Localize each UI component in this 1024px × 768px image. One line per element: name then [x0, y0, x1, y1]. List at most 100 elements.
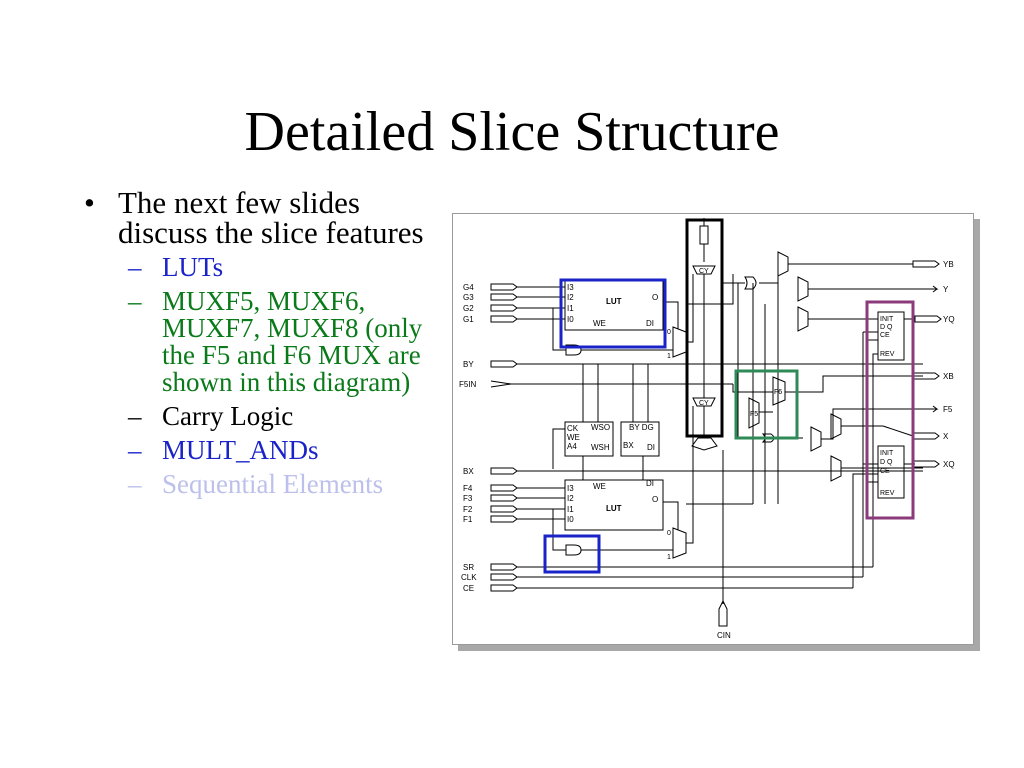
mux-yq: [797, 306, 809, 332]
ram-ctrl-left: [564, 421, 614, 457]
lut-bottom-i1: I1: [567, 505, 574, 514]
mux-f5: [748, 397, 760, 429]
sub-bullet-text: MULT_ANDs: [162, 435, 319, 465]
lut-bottom-out: O: [652, 495, 658, 504]
label-by: BY: [463, 360, 474, 369]
dash-marker: –: [128, 286, 142, 316]
bullet-list: • The next few slides discuss the slice …: [84, 185, 449, 505]
label-g3: G3: [463, 293, 474, 302]
sub-bullet-text: Sequential Elements: [162, 469, 384, 499]
out-f5: F5: [943, 405, 953, 414]
cin-mux: [691, 437, 718, 451]
out-xb: XB: [943, 372, 954, 381]
sub-bullet-list: –LUTs –MUXF5, MUXF6, MUXF7, MUXF8 (only …: [84, 254, 449, 498]
ff-top-init: INIT: [880, 316, 894, 323]
highlight-mult-ands: [543, 534, 601, 574]
out-x: X: [943, 432, 949, 441]
out-y: Y: [943, 285, 949, 294]
out-xq: XQ: [943, 460, 955, 469]
label-f2: F2: [463, 505, 473, 514]
label-g2: G2: [463, 304, 474, 313]
flip-flop-top: [877, 311, 905, 361]
lut-bottom-di: DI: [646, 479, 654, 488]
ram-wso: WSO: [591, 423, 610, 432]
ram-we: WE: [567, 433, 580, 442]
dash-marker: –: [128, 435, 142, 465]
lut-bottom-i2: I2: [567, 494, 574, 503]
dash-marker: –: [128, 252, 142, 282]
cin-pin: [718, 599, 728, 627]
carry-mux-bottom: [692, 397, 716, 407]
lut-top-i3: I3: [567, 283, 574, 292]
lut-bottom-i0: I0: [567, 515, 574, 524]
slice-schematic: G4 G3 G2 G1 BY F5IN BX F4 F3 F2 F1 SR CL…: [459, 218, 955, 640]
lut-bottom: [564, 479, 664, 531]
dash-marker: –: [128, 469, 142, 499]
label-f3: F3: [463, 494, 473, 503]
label-clk: CLK: [461, 573, 477, 582]
mux-y: [797, 276, 809, 302]
mux-f6: [772, 376, 786, 406]
sub-bullet-luts: –LUTs: [128, 254, 449, 281]
sub-bullet-text: MUXF5, MUXF6, MUXF7, MUXF8 (only the F5 …: [162, 286, 423, 397]
carry-resistor: [699, 225, 709, 245]
out-yb: YB: [943, 260, 954, 269]
input-pins-top: [490, 283, 518, 323]
xor-gate-top: [744, 276, 757, 290]
mux-bottom-0: 0: [667, 530, 671, 537]
input-pin-by: [490, 360, 518, 368]
lut-top-i2: I2: [567, 293, 574, 302]
highlight-sequential: [865, 300, 915, 520]
label-g1: G1: [463, 315, 474, 324]
lut-bottom-label: LUT: [606, 504, 622, 513]
mux-f5-out: [810, 426, 822, 452]
lut-top-out: O: [652, 293, 658, 302]
label-f5in: F5IN: [459, 380, 477, 389]
main-bullet-text: The next few slides discuss the slice fe…: [118, 185, 424, 250]
ff-bottom-ce: CE: [880, 468, 890, 475]
sub-bullet-carry: –Carry Logic: [128, 403, 449, 430]
ff-bottom-rev: REV: [880, 490, 895, 497]
lut-bottom-we: WE: [593, 482, 606, 491]
dash-marker: –: [128, 401, 142, 431]
mux-x: [830, 455, 842, 482]
slice-diagram: G4 G3 G2 G1 BY F5IN BX F4 F3 F2 F1 SR CL…: [452, 213, 974, 645]
flip-flop-bottom: [877, 445, 905, 499]
carry-mux-top: [692, 265, 716, 275]
f5-label: F5: [750, 411, 758, 418]
lut-bottom-i3: I3: [567, 484, 574, 493]
sub-bullet-text: Carry Logic: [162, 401, 294, 431]
lut-top-we: WE: [593, 319, 606, 328]
ff-top-rev: REV: [880, 351, 895, 358]
out-yq: YQ: [943, 315, 955, 324]
mux-top-0: 0: [667, 329, 671, 336]
slide-title: Detailed Slice Structure: [244, 101, 780, 163]
mux-yb: [777, 251, 789, 277]
ff-bottom-dq: D Q: [880, 459, 893, 466]
ram-di: DI: [647, 443, 655, 452]
label-bx: BX: [463, 467, 474, 476]
lut-top-label: LUT: [606, 297, 622, 306]
label-cin: CIN: [717, 631, 731, 640]
input-pins-ctrl: [490, 563, 518, 592]
input-pin-bx: [490, 467, 518, 475]
sub-bullet-muxf: –MUXF5, MUXF6, MUXF7, MUXF8 (only the F5…: [128, 288, 449, 396]
input-pins-bottom: [490, 484, 518, 523]
highlight-muxf: [734, 369, 799, 440]
carry-label-top: CY: [699, 268, 709, 275]
label-g4: G4: [463, 283, 474, 292]
bullet-marker: •: [84, 185, 95, 220]
mux-xb: [830, 413, 842, 440]
label-f4: F4: [463, 484, 473, 493]
ram-a4: A4: [567, 442, 577, 451]
lut-top-di: DI: [646, 319, 654, 328]
mult-and-bottom: [565, 544, 582, 556]
f6-label: F6: [774, 389, 782, 396]
mux-top-1: 1: [667, 353, 671, 360]
ram-bx: BX: [623, 441, 634, 450]
highlight-carry-logic: [685, 218, 724, 438]
sub-bullet-text: LUTs: [162, 252, 224, 282]
main-bullet: • The next few slides discuss the slice …: [84, 185, 449, 250]
ram-wsh: WSH: [591, 443, 610, 452]
ram-by-dg: BY DG: [629, 423, 654, 432]
